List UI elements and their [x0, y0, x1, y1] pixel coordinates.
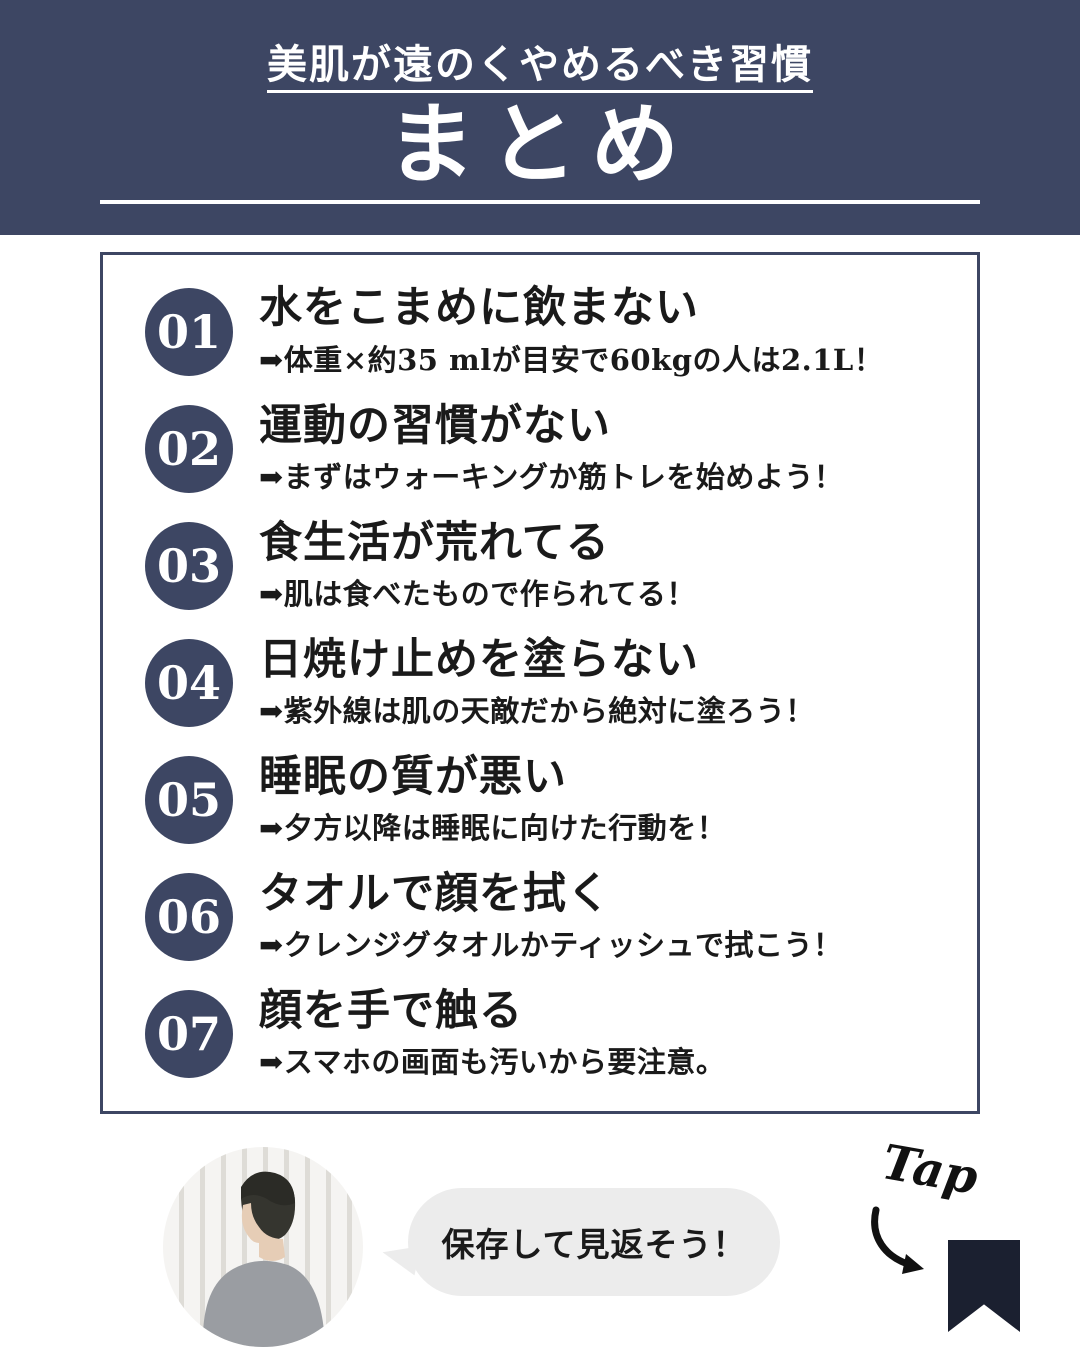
list-item: 05 睡眠の質が悪い ➡夕方以降は睡眠に向けた行動を！	[145, 753, 977, 847]
header-divider	[100, 200, 980, 205]
item-number-badge: 04	[145, 638, 233, 727]
item-title: 顔を手で触る	[259, 986, 523, 1037]
list-item: 03 食生活が荒れてる ➡肌は食べたもので作られてる！	[145, 519, 977, 613]
person-silhouette-icon	[202, 1171, 325, 1347]
curved-arrow-icon	[871, 1206, 924, 1274]
list-item: 02 運動の習慣がない ➡まずはウォーキングか筋トレを始めよう！	[145, 400, 977, 496]
list-item: 01 水をこまめに飲まない ➡体重×約35 mlが目安で60kgの人は2.1L！	[145, 284, 977, 378]
summary-list-panel: 01 水をこまめに飲まない ➡体重×約35 mlが目安で60kgの人は2.1L！…	[100, 252, 980, 1114]
item-number-badge: 05	[145, 756, 233, 845]
item-title: 日焼け止めを塗らない	[259, 634, 699, 685]
item-desc: ➡スマホの画面も汚いから要注意。	[259, 1045, 726, 1080]
item-desc: ➡体重×約35 mlが目安で60kgの人は2.1L！	[259, 342, 884, 377]
list-item: 06 タオルで顔を拭く ➡クレンジグタオルかティッシュで拭こう！	[145, 870, 977, 964]
item-title: 食生活が荒れてる	[259, 517, 610, 568]
item-number-badge: 02	[145, 404, 233, 493]
item-number-badge: 01	[145, 287, 233, 376]
item-title: 睡眠の質が悪い	[259, 752, 567, 803]
speech-bubble: 保存して見返そう！	[408, 1188, 780, 1296]
header-subtitle: 美肌が遠のくやめるべき習慣	[267, 41, 813, 88]
bookmark-icon	[948, 1240, 1020, 1332]
item-number-badge: 06	[145, 873, 233, 962]
item-title: 運動の習慣がない	[259, 400, 611, 451]
speech-bubble-text: 保存して見返そう！	[441, 1225, 747, 1264]
avatar	[163, 1147, 363, 1347]
tap-label: Tap	[877, 1134, 982, 1206]
item-desc: ➡肌は食べたもので作られてる！	[259, 576, 696, 611]
header-banner: 美肌が遠のくやめるべき習慣 まとめ	[0, 0, 1080, 235]
item-title: タオルで顔を拭く	[259, 869, 611, 920]
list-item: 07 顔を手で触る ➡スマホの画面も汚いから要注意。	[145, 987, 977, 1081]
item-number-badge: 07	[145, 990, 233, 1079]
item-desc: ➡紫外線は肌の天敵だから絶対に塗ろう！	[259, 694, 815, 729]
item-title: 水をこまめに飲まない	[259, 283, 699, 334]
page-title: まとめ	[386, 92, 693, 196]
item-number-badge: 03	[145, 521, 233, 610]
list-item: 04 日焼け止めを塗らない ➡紫外線は肌の天敵だから絶対に塗ろう！	[145, 636, 977, 730]
item-desc: ➡クレンジグタオルかティッシュで拭こう！	[259, 928, 843, 963]
item-desc: ➡夕方以降は睡眠に向けた行動を！	[259, 811, 727, 846]
item-desc: ➡まずはウォーキングか筋トレを始めよう！	[259, 459, 844, 494]
